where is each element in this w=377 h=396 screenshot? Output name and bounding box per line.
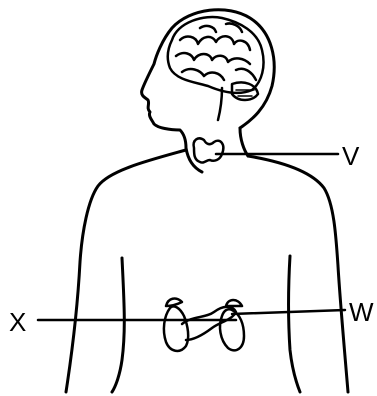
torso-outline [66,150,348,392]
left-arm-inner [112,258,124,392]
label-x: X [9,309,26,335]
neck-outline [186,128,248,172]
pancreas [182,307,236,340]
thyroid-gland [194,138,224,162]
label-v: V [342,143,359,169]
label-w: W [349,299,374,325]
left-kidney [164,306,188,351]
left-adrenal [166,299,182,306]
right-adrenal [226,300,242,306]
brain-drawing [168,17,264,120]
right-arm-inner [289,256,301,392]
abdominal-glands [164,299,244,351]
